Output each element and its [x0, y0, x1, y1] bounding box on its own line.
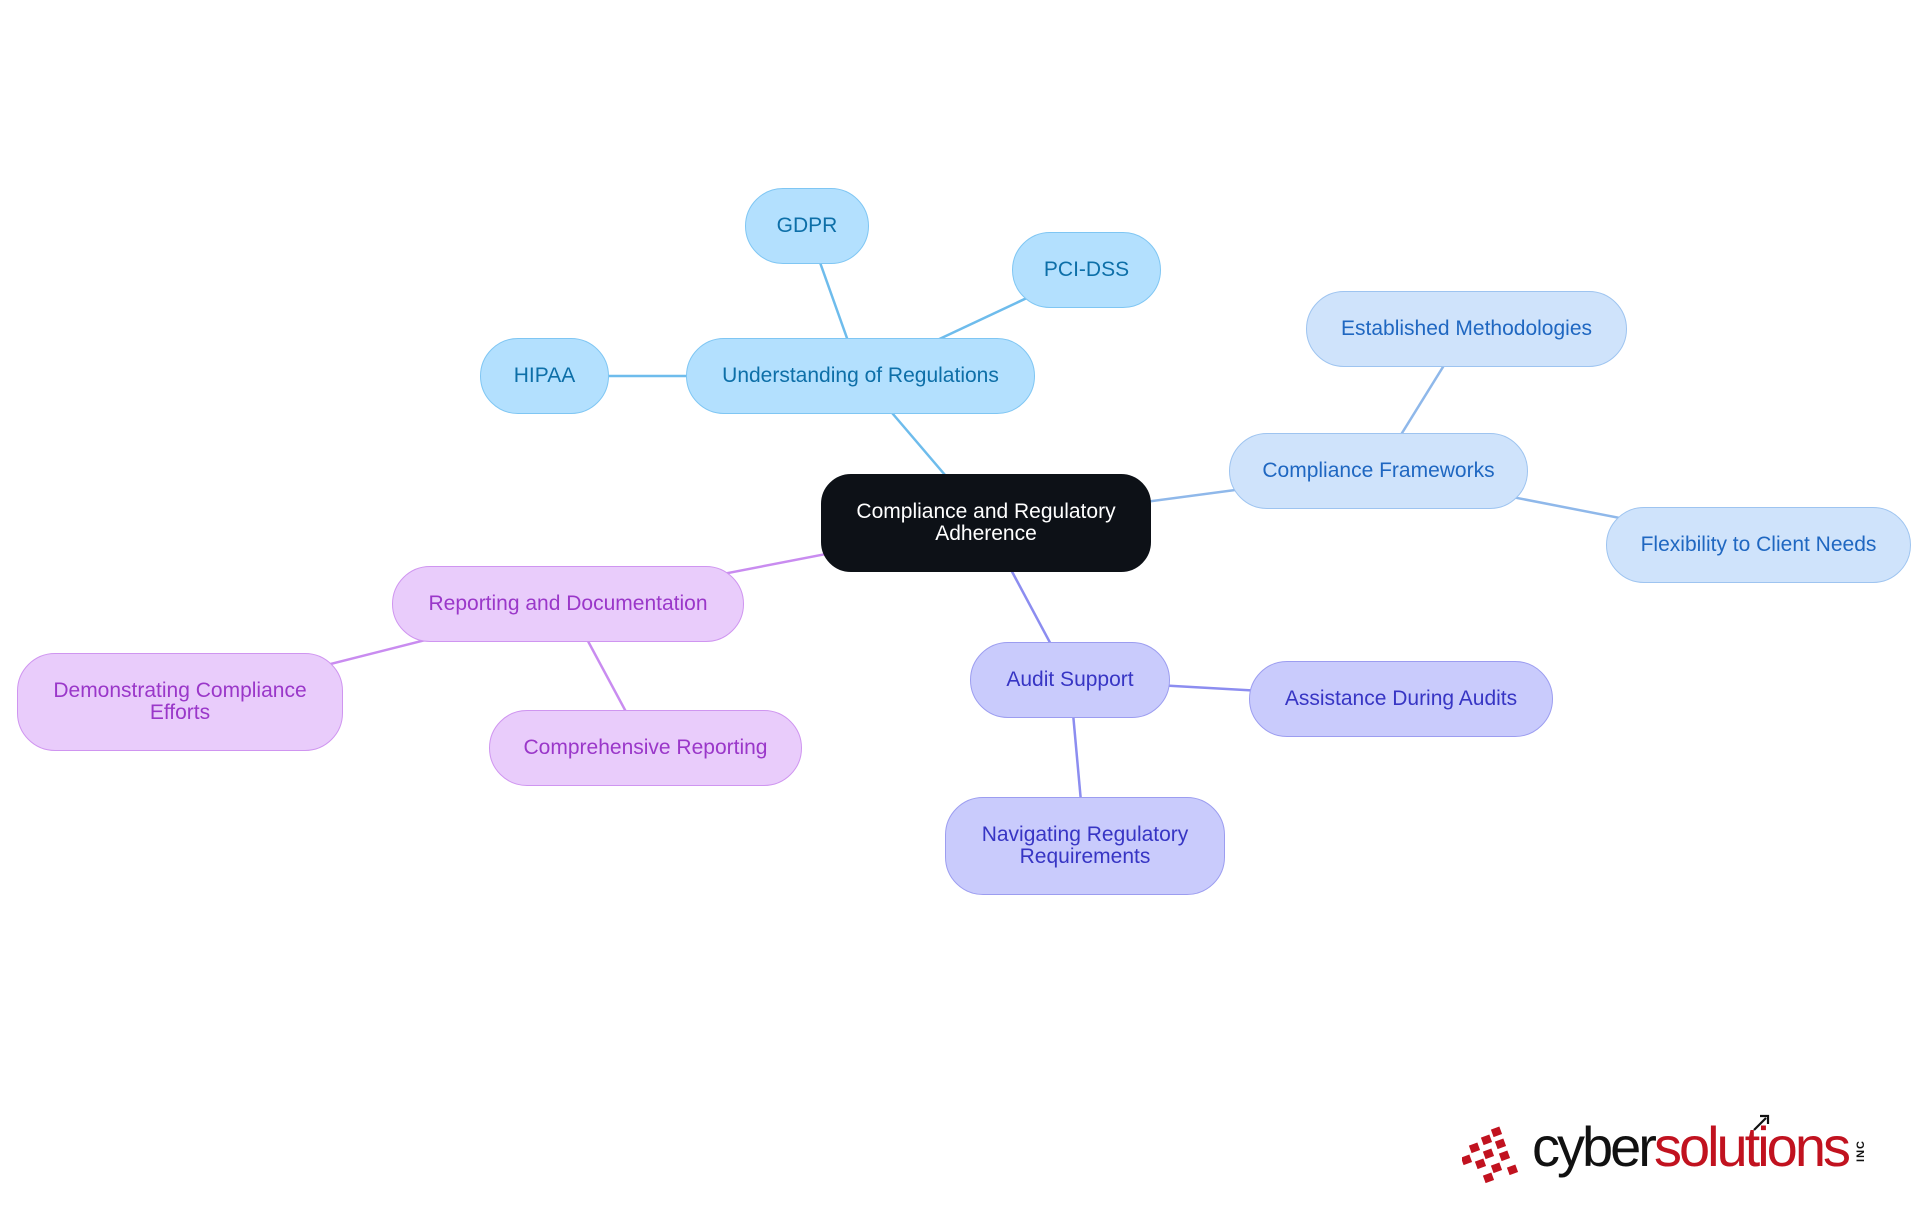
- node-compliance-frameworks: Compliance Frameworks: [1229, 433, 1528, 509]
- node-assistance-during-audits: Assistance During Audits: [1249, 661, 1553, 737]
- node-label: Flexibility to Client Needs: [1640, 533, 1877, 556]
- logo-wordmark: cybersolutions: [1532, 1112, 1851, 1182]
- node-reporting-and-documentation: Reporting and Documentation: [392, 566, 744, 642]
- node-gdpr: GDPR: [745, 188, 869, 264]
- logo-solutions-text: solutions: [1653, 1115, 1851, 1178]
- logo-pixel-mark-icon: [1462, 1126, 1519, 1184]
- node-label: Reporting and Documentation: [428, 592, 708, 615]
- node-label: PCI-DSS: [1043, 258, 1130, 281]
- node-label: Audit Support: [1006, 668, 1134, 691]
- logo-arrow-icon: [1753, 1114, 1770, 1131]
- root-label-line: Compliance and Regulatory: [856, 500, 1116, 523]
- node-label-line: Efforts: [149, 701, 211, 724]
- node-established-methodologies: Established Methodologies: [1306, 291, 1627, 367]
- node-flexibility-to-client-needs: Flexibility to Client Needs: [1606, 507, 1911, 583]
- logo-cyber-text: cyber: [1532, 1115, 1657, 1178]
- node-label-line: Demonstrating Compliance: [53, 679, 307, 702]
- node-hipaa: HIPAA: [480, 338, 609, 414]
- node-label: Comprehensive Reporting: [523, 736, 768, 759]
- node-comprehensive-reporting: Comprehensive Reporting: [489, 710, 802, 786]
- root-label-line: Adherence: [935, 522, 1037, 545]
- logo-inc-text: INC: [1855, 1140, 1867, 1162]
- node-label: Compliance Frameworks: [1262, 459, 1495, 482]
- node-pci-dss: PCI-DSS: [1012, 232, 1161, 308]
- node-label: Understanding of Regulations: [722, 364, 999, 387]
- node-label: Established Methodologies: [1341, 317, 1592, 340]
- company-logo: cybersolutions INC: [1462, 1114, 1882, 1188]
- node-label: GDPR: [776, 214, 838, 237]
- node-label: HIPAA: [513, 364, 576, 387]
- node-audit-support: Audit Support: [970, 642, 1170, 718]
- node-understanding-of-regulations: Understanding of Regulations: [686, 338, 1035, 414]
- node-label-line: Navigating Regulatory: [981, 823, 1189, 846]
- node-label-line: Requirements: [1019, 845, 1151, 868]
- node-label: Assistance During Audits: [1284, 687, 1518, 710]
